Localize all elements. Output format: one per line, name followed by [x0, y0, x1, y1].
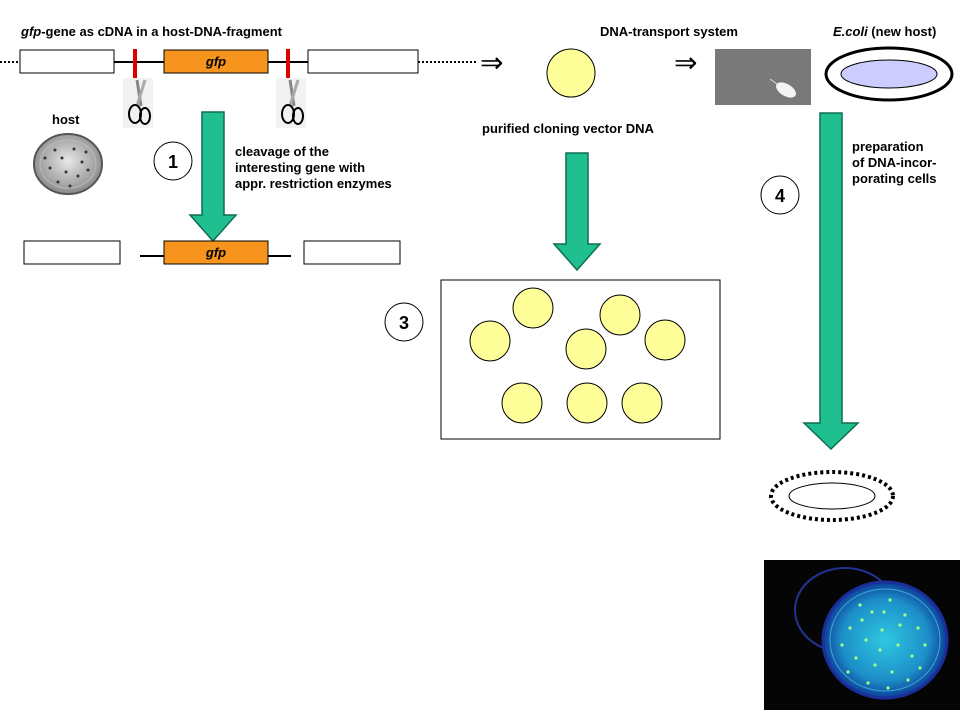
step-4-number: 4	[775, 186, 785, 206]
cut-host-box-right	[303, 240, 401, 265]
down-arrow-step-1	[188, 111, 238, 243]
dna-fragment-top	[0, 49, 476, 89]
petri-dish-photo	[30, 130, 106, 202]
preparation-label: preparation of DNA-incor- porating cells	[852, 139, 937, 187]
implies-arrow-2: ⇒	[674, 47, 697, 78]
competent-cell-outer	[769, 470, 895, 522]
step-1-circle: 1	[153, 141, 193, 181]
vector-circle	[565, 328, 607, 370]
gfp-label-top: gfp	[205, 54, 226, 69]
vector-circle	[501, 382, 543, 424]
preparation-line-1: preparation	[852, 139, 924, 154]
purified-vector-label: purified cloning vector DNA	[482, 121, 654, 136]
transport-title: DNA-transport system	[600, 24, 738, 39]
step-3-number: 3	[399, 313, 409, 333]
host-dna-box-left	[19, 49, 115, 74]
vector-circle	[644, 319, 686, 361]
preparation-line-2: of DNA-incor-	[852, 155, 937, 170]
gfp-title-rest: -gene as cDNA in a host-DNA-fragment	[41, 24, 282, 39]
vector-container	[440, 279, 721, 440]
scissors-icon	[123, 78, 153, 128]
cleavage-line-3: appr. restriction enzymes	[235, 176, 392, 191]
gfp-label-cut: gfp	[205, 245, 226, 260]
fluorescent-dish-photo	[764, 560, 960, 710]
down-arrow-step-4	[802, 112, 860, 451]
step-3-circle: 3	[384, 302, 424, 342]
vector-circle	[469, 320, 511, 362]
ecoli-outer-ellipse	[824, 46, 954, 102]
vector-circle	[599, 294, 641, 336]
cleavage-line-2: interesting gene with	[235, 160, 366, 175]
gfp-title-italic: gfp	[21, 24, 42, 39]
cut-gfp-box	[163, 240, 269, 265]
dna-fragment-cut	[23, 240, 401, 265]
step-4-circle: 4	[760, 175, 800, 215]
gfp-fragment-title: gfp-gene as cDNA in a host-DNA-fragment	[21, 24, 282, 40]
preparation-line-3: porating cells	[852, 171, 937, 186]
host-label: host	[52, 112, 80, 127]
vector-dna-circle	[546, 48, 596, 98]
host-dna-box-right	[307, 49, 419, 74]
cut-host-box-left	[23, 240, 121, 265]
vector-circle	[512, 287, 554, 329]
ecoli-title-italic: E.coli	[833, 24, 868, 39]
scissors-icon	[276, 78, 306, 128]
vector-circles	[469, 287, 686, 424]
cleavage-line-1: cleavage of the	[235, 144, 329, 159]
gfp-gene-box	[163, 49, 269, 74]
implies-arrow-1: ⇒	[480, 47, 503, 78]
down-arrow-step-3	[552, 152, 602, 272]
vector-circle	[566, 382, 608, 424]
cleavage-label: cleavage of the interesting gene with ap…	[235, 144, 392, 192]
ecoli-title-rest: (new host)	[867, 24, 937, 39]
transport-photo	[715, 49, 811, 105]
step-1-number: 1	[168, 152, 178, 172]
ecoli-inner-ellipse	[840, 59, 938, 89]
ecoli-title: E.coli (new host)	[833, 24, 936, 40]
competent-cell-inner	[788, 482, 876, 510]
vector-circle	[621, 382, 663, 424]
